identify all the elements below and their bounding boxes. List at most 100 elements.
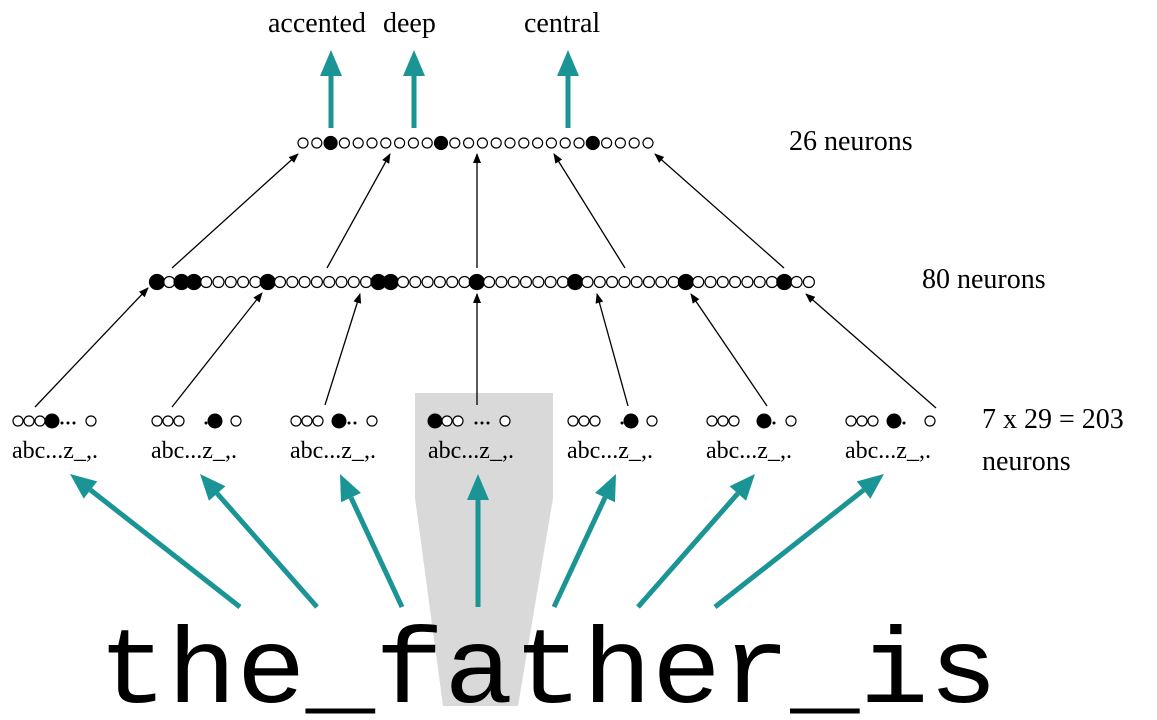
input-neuron-active <box>623 413 639 429</box>
hidden-neuron <box>212 275 225 289</box>
input-layer <box>12 413 936 429</box>
connection-arrow <box>34 287 149 408</box>
input-neuron <box>452 415 464 427</box>
input-group-captions: abc...z_,.abc...z_,.abc...z_,.abc...z_,.… <box>12 438 931 464</box>
output-neuron <box>449 137 461 149</box>
connection-arrow <box>171 292 263 408</box>
hidden-neuron <box>753 275 766 289</box>
hidden-neuron-active <box>567 273 584 291</box>
input-group-caption: abc...z_,. <box>151 438 237 464</box>
input-neuron <box>366 415 378 427</box>
input-arrow <box>340 474 405 609</box>
hidden-neuron <box>495 275 508 289</box>
hidden-neuron <box>618 275 631 289</box>
input-neuron-active <box>44 413 60 429</box>
hidden-neuron-active <box>259 273 276 291</box>
hidden-neuron <box>273 275 287 289</box>
hidden-neuron <box>237 275 250 289</box>
output-label-accented: accented <box>268 8 366 39</box>
ellipsis-dot <box>60 421 64 425</box>
input-neuron <box>845 415 857 427</box>
connection-arrow <box>553 153 626 269</box>
input-group-caption: abc...z_,. <box>428 438 514 464</box>
hidden-neuron <box>642 275 656 289</box>
output-neuron <box>504 137 516 149</box>
input-neuron <box>290 415 302 427</box>
hidden-neuron <box>446 275 459 289</box>
input-sentence: the_father_is <box>98 613 998 720</box>
output-neuron-active <box>433 135 449 151</box>
hidden-neuron <box>790 275 803 289</box>
hidden-neuron <box>581 275 594 289</box>
output-arrow-accented <box>320 50 342 128</box>
input-neuron-active <box>756 413 772 429</box>
output-neuron <box>463 137 475 149</box>
input-neuron <box>924 415 936 427</box>
hidden-neuron <box>667 275 680 289</box>
connection-arrow <box>171 153 299 269</box>
output-label-central: central <box>524 8 600 39</box>
hidden-neuron <box>802 275 816 289</box>
input-layer-size-label: 7 x 29 = 203 <box>982 404 1124 435</box>
connection-arrow <box>690 293 768 407</box>
ellipsis-dot <box>72 421 76 425</box>
input-neuron <box>441 415 453 427</box>
ellipsis-dot <box>480 421 484 425</box>
hidden-neuron-active <box>382 273 399 291</box>
input-neuron-active <box>207 413 223 429</box>
focus-window-highlight <box>415 393 553 706</box>
hidden-neuron <box>421 275 434 289</box>
connection-arrow <box>324 293 362 406</box>
hidden-neuron <box>224 275 237 289</box>
hidden-neuron <box>593 275 606 289</box>
input-neuron <box>567 415 579 427</box>
input-neuron <box>23 415 35 427</box>
hidden-neuron <box>704 275 717 289</box>
output-neuron <box>394 137 406 149</box>
input-neuron <box>499 415 511 427</box>
input-neuron <box>706 415 718 427</box>
output-neuron <box>366 137 378 149</box>
input-arrow <box>467 474 489 607</box>
hidden-neuron <box>286 275 299 289</box>
connection-arrow <box>654 153 785 269</box>
hidden-layer-size-label: 80 neurons <box>922 264 1046 295</box>
input-neuron <box>301 415 313 427</box>
output-neuron <box>642 137 654 149</box>
output-neuron <box>545 137 558 149</box>
output-layer <box>297 135 654 151</box>
output-neuron <box>380 137 392 149</box>
hidden-neuron <box>335 275 348 289</box>
connection-arrows <box>34 153 937 409</box>
input-neuron <box>785 415 797 427</box>
hidden-neuron <box>556 275 570 289</box>
ellipsis-dot <box>204 421 208 425</box>
input-neuron <box>578 415 590 427</box>
output-neuron <box>600 137 613 149</box>
input-neuron <box>728 415 740 427</box>
hidden-neuron <box>655 275 668 289</box>
ellipsis-dot <box>772 421 776 425</box>
hidden-neuron-active <box>677 273 695 291</box>
input-neuron <box>173 415 185 427</box>
hidden-neuron <box>298 275 311 289</box>
output-arrow-central <box>557 50 579 128</box>
input-neuron <box>85 415 97 427</box>
output-neuron <box>311 137 323 149</box>
connection-arrow <box>595 293 629 407</box>
output-neuron-active <box>585 135 600 151</box>
connection-arrow <box>326 153 391 269</box>
hidden-neuron <box>323 275 336 289</box>
output-neuron-active <box>323 135 338 151</box>
ellipsis-dot <box>486 421 490 425</box>
output-neuron <box>614 137 627 149</box>
ellipsis-dot <box>902 421 906 425</box>
hidden-neuron <box>163 275 176 289</box>
input-arrow <box>70 474 242 609</box>
connection-arrow <box>805 293 937 409</box>
output-neuron <box>421 137 433 149</box>
hidden-neuron <box>519 275 533 289</box>
output-arrow-deep <box>403 50 425 128</box>
input-group-caption: abc...z_,. <box>290 438 376 464</box>
